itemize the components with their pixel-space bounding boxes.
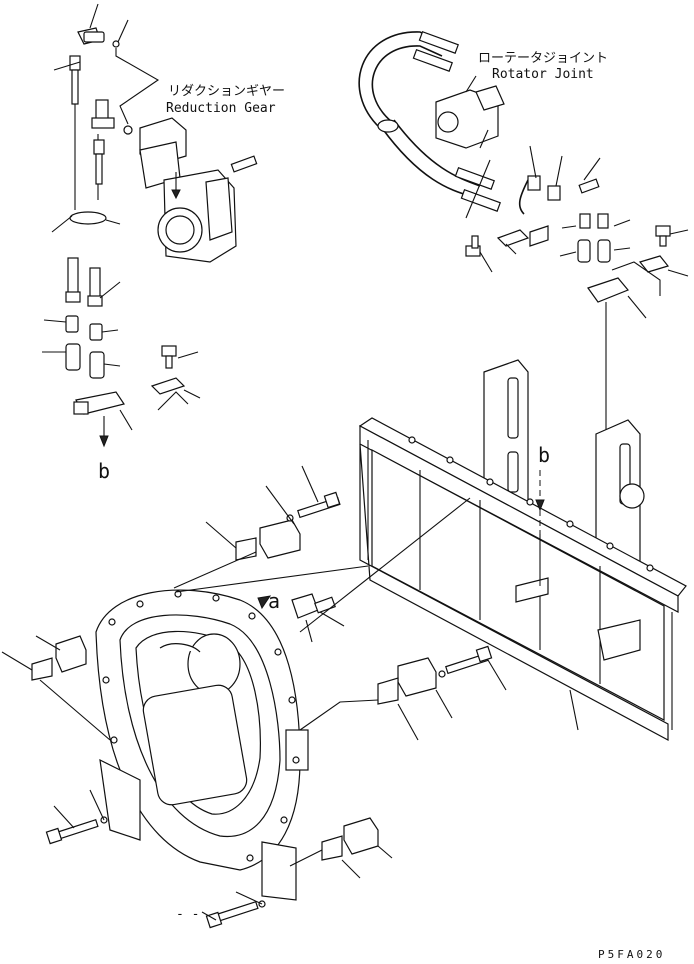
marker-b-left: b (98, 459, 110, 483)
marker-a: a (268, 589, 280, 613)
reduction-gear-assembly (42, 3, 258, 448)
reduction-gear-label-jp: リダクションギヤー (168, 84, 285, 99)
rotator-joint-label-en: Rotator Joint (492, 67, 594, 82)
dash-mark: - - (176, 907, 199, 922)
rotator-joint-assembly (358, 30, 689, 620)
rotator-plate-assembly (1, 465, 507, 929)
drawing-code: P5FA020 (598, 948, 665, 961)
rotator-joint-label-jp: ローテータジョイント (478, 51, 608, 66)
fork-carriage-frame (358, 359, 687, 742)
reduction-gear-label-en: Reduction Gear (166, 101, 276, 116)
marker-b-right: b (538, 443, 550, 467)
